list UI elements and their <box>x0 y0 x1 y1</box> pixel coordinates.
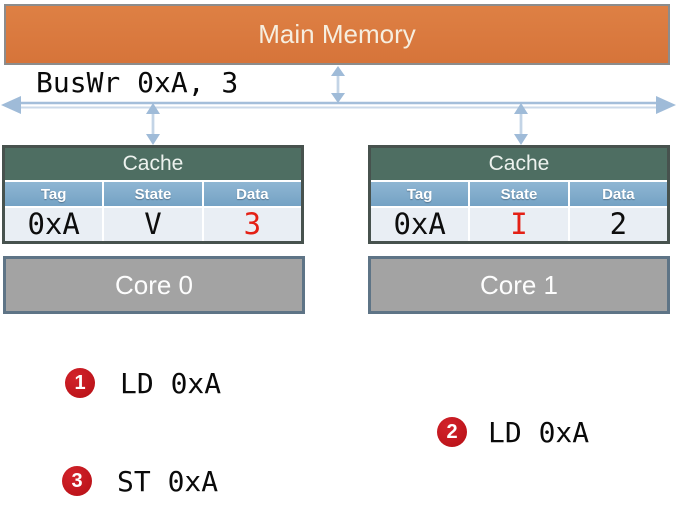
column-header-data: Data <box>201 182 301 206</box>
core0-box: Core 0 <box>3 256 305 314</box>
event-1-label: LD 0xA <box>120 367 222 400</box>
cell-tag: 0xA <box>393 207 446 241</box>
cache-title: Cache <box>371 148 667 182</box>
main-memory-label: Main Memory <box>258 19 416 49</box>
column-header-state: State <box>102 182 201 206</box>
event-2-label: LD 0xA <box>488 416 590 449</box>
core1-label: Core 1 <box>479 269 559 300</box>
cell-state: I <box>468 208 567 241</box>
core0-label: Core 0 <box>114 269 194 300</box>
main-memory-box: Main Memory <box>4 4 670 65</box>
event-1-badge: 1 <box>65 368 95 398</box>
event-2-badge: 2 <box>437 417 467 447</box>
cache-table-core1: Cache Tag State Data 0xA I 2 <box>368 145 670 244</box>
bus-transaction-label: BusWr 0xA, 3 <box>36 66 239 99</box>
cache-data-row: 0xA V 3 <box>5 208 301 241</box>
column-header-state: State <box>468 182 567 206</box>
column-header-data: Data <box>567 182 667 206</box>
cell-data: 3 <box>201 208 301 241</box>
cache-column-headers: Tag State Data <box>371 182 667 208</box>
shared-bus-arrow <box>1 96 676 114</box>
cell-tag: 0xA <box>27 207 80 241</box>
cell-state: V <box>102 208 201 241</box>
cache-data-row: 0xA I 2 <box>371 208 667 241</box>
bus-cache1-arrow <box>514 103 528 145</box>
cell-data: 2 <box>567 208 667 241</box>
event-3-badge: 3 <box>62 466 92 496</box>
cache-column-headers: Tag State Data <box>5 182 301 208</box>
event-3-label: ST 0xA <box>117 465 219 498</box>
memory-bus-arrow <box>331 66 345 103</box>
cache-table-core0: Cache Tag State Data 0xA V 3 <box>2 145 304 244</box>
core1-box: Core 1 <box>368 256 670 314</box>
column-header-tag: Tag <box>406 185 433 203</box>
cache-title: Cache <box>5 148 301 182</box>
bus-cache0-arrow <box>146 103 160 145</box>
column-header-tag: Tag <box>40 185 67 203</box>
